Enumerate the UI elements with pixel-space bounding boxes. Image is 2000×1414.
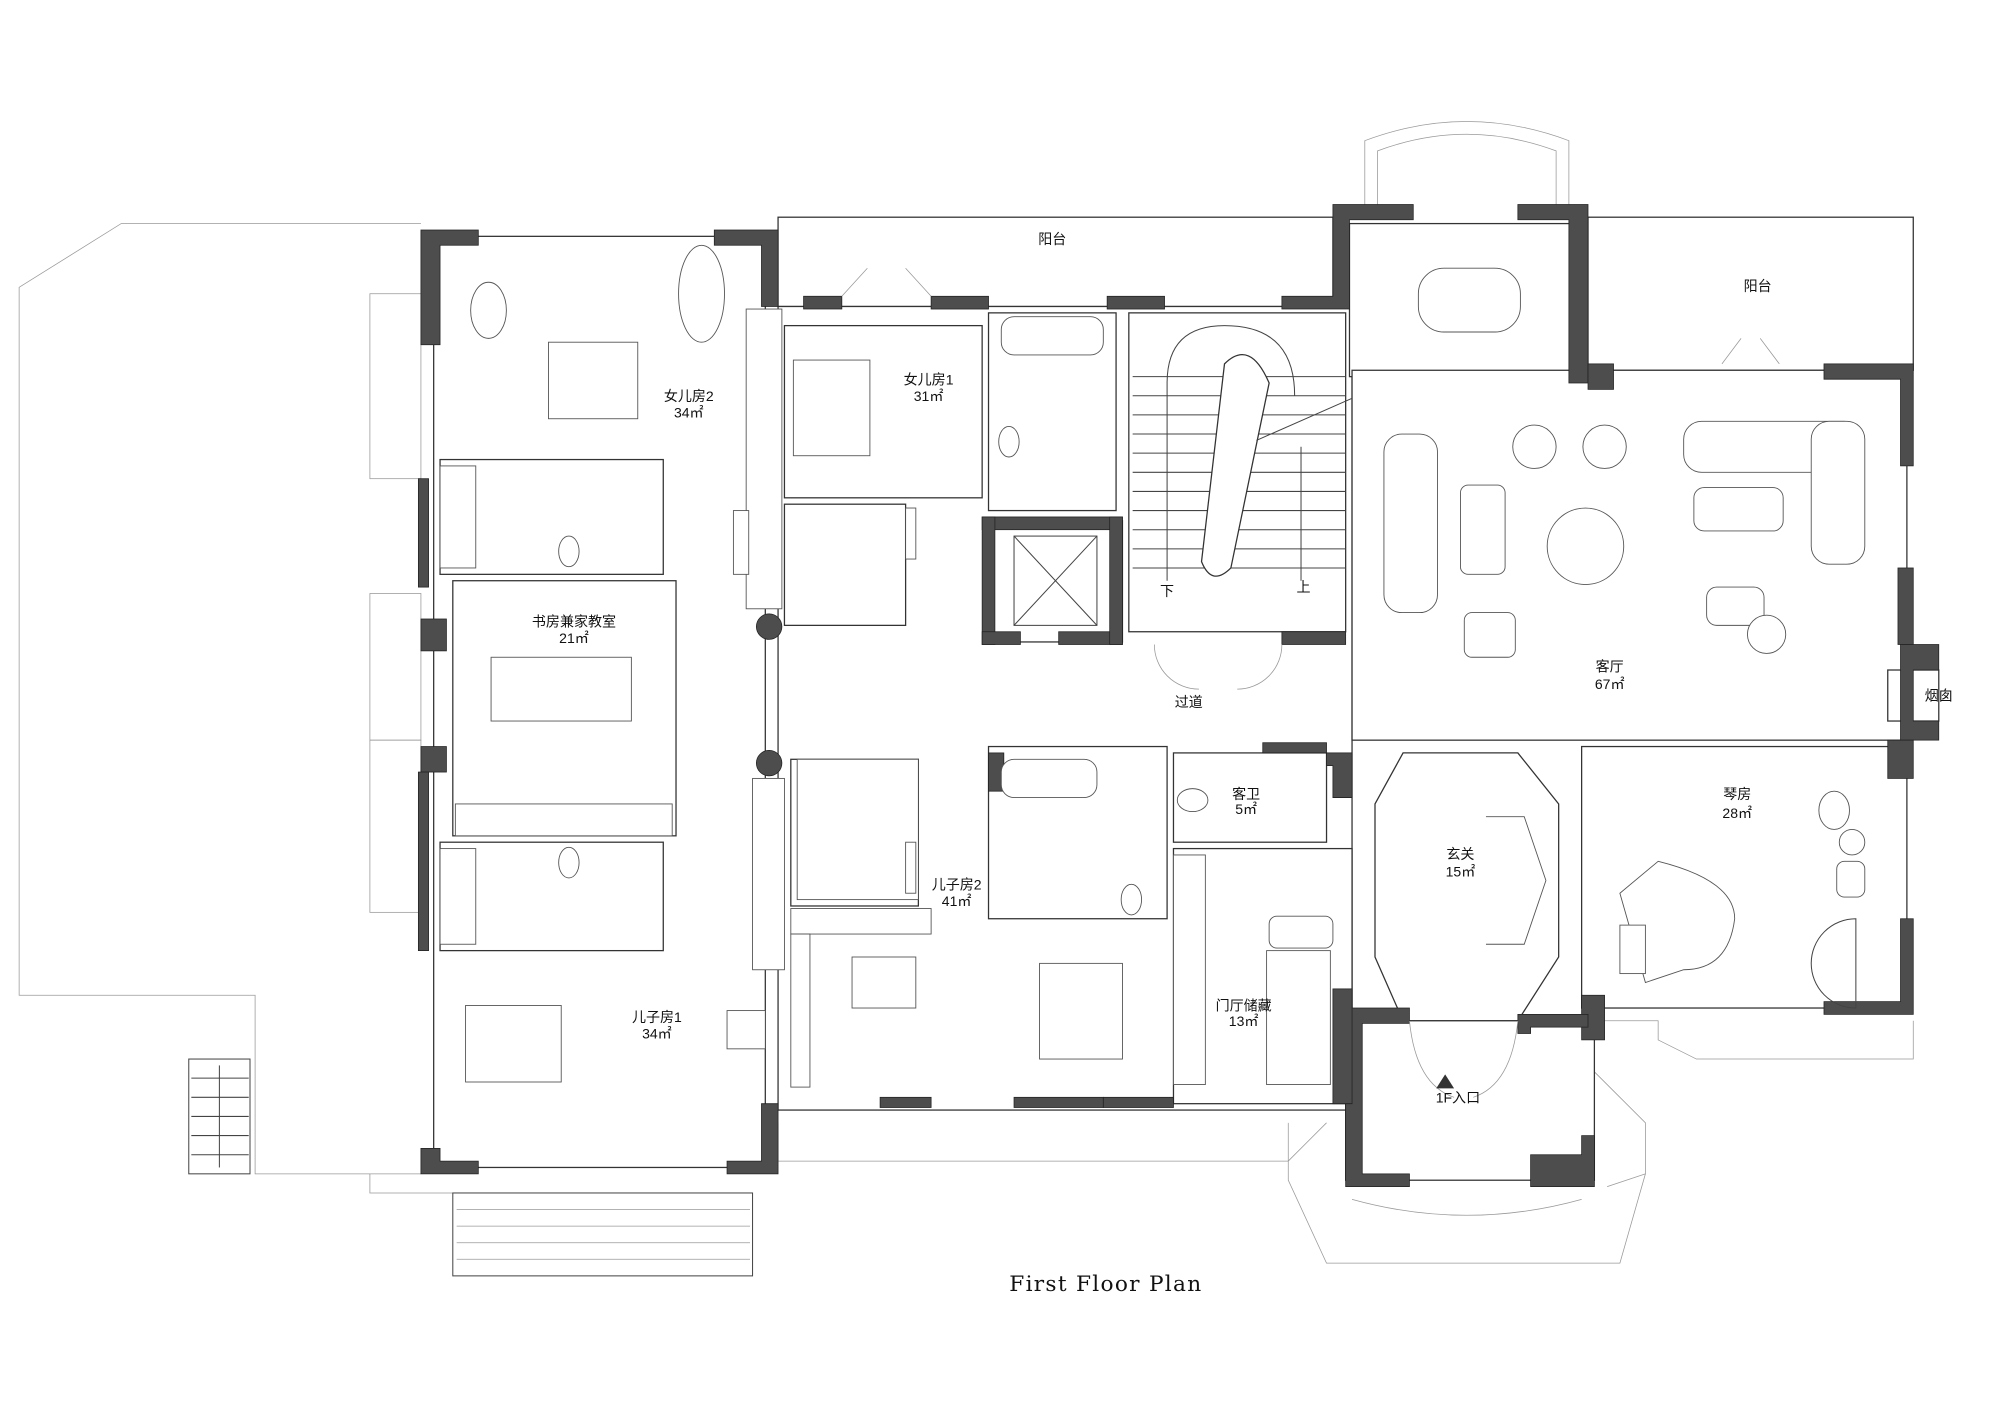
toilet <box>1176 788 1209 813</box>
stair-down-label: 下 <box>1160 583 1174 599</box>
furniture <box>439 244 1866 1088</box>
bed <box>548 341 639 420</box>
corridor-label: 过道 <box>1175 694 1203 710</box>
guest-wc-area: 5㎡ <box>1235 801 1257 817</box>
bathtub <box>439 465 477 569</box>
son2-area: 41㎡ <box>942 893 972 909</box>
toilet <box>558 846 580 879</box>
daughter2-area: 34㎡ <box>674 404 704 420</box>
piano-name: 琴房 <box>1723 786 1751 802</box>
main-stair: 下 上 <box>1132 325 1353 599</box>
bathtub <box>439 848 477 945</box>
bed <box>465 1005 562 1083</box>
site-outline <box>18 121 1914 1277</box>
entrance-label: 1F入口 <box>1436 1089 1480 1105</box>
son1-name: 儿子房1 <box>632 1009 682 1025</box>
study-area: 21㎡ <box>559 630 589 646</box>
toilet <box>558 535 580 568</box>
side-stair <box>188 1058 251 1175</box>
wardrobe <box>1173 854 1206 1085</box>
chaise <box>678 244 725 343</box>
toilet <box>1120 883 1143 916</box>
foyer-area: 15㎡ <box>1446 864 1476 880</box>
guest-wc-name: 客卫 <box>1232 786 1260 802</box>
piano-area: 28㎡ <box>1722 805 1752 821</box>
study-name: 书房兼家教室 <box>532 614 616 630</box>
storage-name: 门厅储藏 <box>1216 998 1272 1014</box>
bathtub <box>1000 758 1098 799</box>
doors <box>841 267 1780 1098</box>
chimney-label: 烟囱 <box>1925 688 1953 704</box>
spiral-stair <box>1810 918 1857 1009</box>
entrance-arrow-icon <box>1436 1074 1455 1089</box>
bathtub <box>1000 316 1104 356</box>
balcony-right-label: 阳台 <box>1744 278 1772 294</box>
living-name: 客厅 <box>1596 658 1624 674</box>
bed <box>1039 962 1123 1060</box>
plan-title: First Floor Plan <box>1009 1272 1202 1297</box>
daughter1-name: 女儿房1 <box>904 371 954 387</box>
wardrobe <box>745 308 783 610</box>
wardrobe <box>752 777 785 971</box>
living-area: 67㎡ <box>1595 676 1625 692</box>
balcony-top-label: 阳台 <box>1038 231 1066 247</box>
daughter2-name: 女儿房2 <box>664 388 714 404</box>
toilet <box>998 425 1020 458</box>
closet <box>796 758 919 901</box>
desk <box>490 656 632 722</box>
daughter1-area: 31㎡ <box>914 388 944 404</box>
piano <box>1619 860 1736 984</box>
front-steps <box>452 1192 754 1277</box>
bed <box>792 359 871 457</box>
walls <box>417 204 1940 1187</box>
stair-up-label: 上 <box>1297 579 1311 595</box>
sofa-set <box>1383 267 1866 658</box>
elevator <box>1013 535 1098 626</box>
storage-area: 13㎡ <box>1229 1013 1259 1029</box>
son1-area: 34㎡ <box>642 1026 672 1042</box>
room-labels: 阳台 阳台 女儿房2 34㎡ 女儿房1 31㎡ 书房兼家教室 21㎡ 客厅 67… <box>532 231 1953 1105</box>
foyer-name: 玄关 <box>1446 846 1474 862</box>
son2-name: 儿子房2 <box>932 876 982 892</box>
